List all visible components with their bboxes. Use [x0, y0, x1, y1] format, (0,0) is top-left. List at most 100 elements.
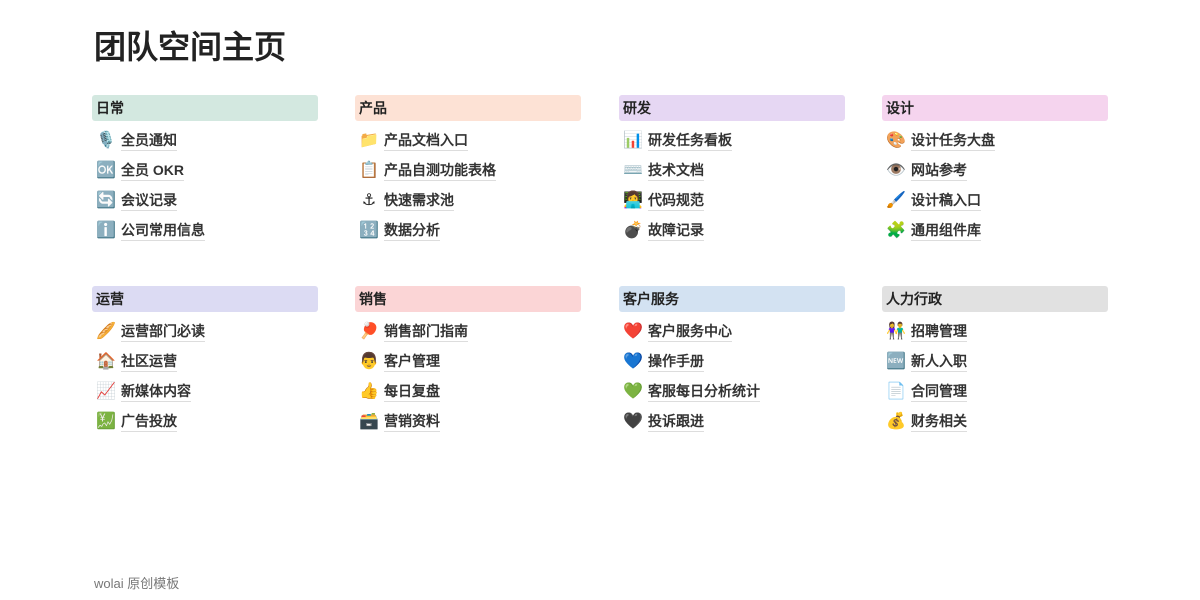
- page-link-label[interactable]: 公司常用信息: [121, 220, 205, 241]
- page-link[interactable]: 📁 产品文档入口: [355, 125, 581, 155]
- section-group: 人力行政 👫 招聘管理 🆕 新人入职 📄合同管理 💰 财务相关: [882, 286, 1108, 436]
- page-emoji-icon: 👩‍💻: [623, 192, 643, 209]
- page-link-label[interactable]: 招聘管理: [911, 321, 967, 342]
- page-emoji-icon: 👍: [359, 383, 379, 400]
- section-header: 销售: [355, 286, 581, 312]
- page-link-label[interactable]: 全员通知: [121, 130, 177, 151]
- page-link[interactable]: ❤️客户服务中心: [619, 316, 845, 346]
- page-link[interactable]: ℹ️ 公司常用信息: [92, 215, 318, 245]
- section-group: 研发 📊研发任务看板⌨️技术文档 👩‍💻 代码规范 💣 故障记录: [619, 95, 845, 245]
- page-link[interactable]: 👍 每日复盘: [355, 376, 581, 406]
- page-link-label[interactable]: 数据分析: [384, 220, 440, 241]
- section-header: 运营: [92, 286, 318, 312]
- page-emoji-icon: ⚓: [361, 192, 377, 209]
- page-link[interactable]: 📋 产品自测功能表格: [355, 155, 581, 185]
- page-link-label[interactable]: 客户管理: [384, 351, 440, 372]
- page-link[interactable]: 📊研发任务看板: [619, 125, 845, 155]
- page-emoji-icon: 🎙️: [96, 132, 116, 149]
- page-link-label[interactable]: 合同管理: [911, 381, 967, 402]
- page-link[interactable]: 🔄 会议记录: [92, 185, 318, 215]
- page-link-label[interactable]: 操作手册: [648, 351, 704, 372]
- section-header: 日常: [92, 95, 318, 121]
- page-link-label[interactable]: 销售部门指南: [384, 321, 468, 342]
- page-link[interactable]: 🗃️ 营销资料: [355, 406, 581, 436]
- page-emoji-icon: 📁: [359, 132, 379, 149]
- page-link-label[interactable]: 财务相关: [911, 411, 967, 432]
- page-emoji-icon: 📋: [359, 162, 379, 179]
- page-link[interactable]: 👁️ 网站参考: [882, 155, 1108, 185]
- page-link-label[interactable]: 设计稿入口: [911, 190, 981, 211]
- page-link-label[interactable]: 产品文档入口: [384, 130, 468, 151]
- page-link[interactable]: 🎙️ 全员通知: [92, 125, 318, 155]
- section-header: 设计: [882, 95, 1108, 121]
- page-link-label[interactable]: 客户服务中心: [648, 321, 732, 342]
- page-link-label[interactable]: 会议记录: [121, 190, 177, 211]
- page-link-label[interactable]: 代码规范: [648, 190, 704, 211]
- page-link[interactable]: ⌨️技术文档: [619, 155, 845, 185]
- page-link[interactable]: 🔢 数据分析: [355, 215, 581, 245]
- page-emoji-icon: 🏠: [96, 353, 116, 370]
- page-emoji-icon: 📈: [96, 383, 116, 400]
- page-link[interactable]: 🆗全员 OKR: [92, 155, 318, 185]
- page-emoji-icon: 🖤: [623, 413, 643, 430]
- page-link[interactable]: 🖌️ 设计稿入口: [882, 185, 1108, 215]
- page-link-label[interactable]: 运营部门必读: [121, 321, 205, 342]
- section-header: 产品: [355, 95, 581, 121]
- page-link[interactable]: 🎨设计任务大盘: [882, 125, 1108, 155]
- page-link[interactable]: 💙 操作手册: [619, 346, 845, 376]
- page-link[interactable]: 🆕 新人入职: [882, 346, 1108, 376]
- section-header: 客户服务: [619, 286, 845, 312]
- page-link-label[interactable]: 技术文档: [648, 160, 704, 181]
- page-emoji-icon: ℹ️: [96, 222, 116, 239]
- section-group: 产品 📁 产品文档入口 📋 产品自测功能表格 ⚓ 快速需求池 🔢 数据分析: [355, 95, 581, 245]
- page-link[interactable]: 👩‍💻 代码规范: [619, 185, 845, 215]
- page-link-label[interactable]: 故障记录: [648, 220, 704, 241]
- page-link[interactable]: 📈 新媒体内容: [92, 376, 318, 406]
- page-link[interactable]: 💚客服每日分析统计: [619, 376, 845, 406]
- page-link[interactable]: 👨客户管理: [355, 346, 581, 376]
- page-link-label[interactable]: 通用组件库: [911, 220, 981, 241]
- footer-text: wolai 原创模板: [94, 576, 180, 591]
- page-link-label[interactable]: 新人入职: [911, 351, 967, 372]
- section-group: 客户服务 ❤️客户服务中心 💙 操作手册 💚客服每日分析统计 🖤 投诉跟进: [619, 286, 845, 436]
- page-link[interactable]: 🏠 社区运营: [92, 346, 318, 376]
- page-link-label[interactable]: 全员 OKR: [121, 160, 184, 181]
- page-emoji-icon: 🗃️: [359, 413, 379, 430]
- page-emoji-icon: 🔢: [359, 222, 379, 239]
- page-link-label[interactable]: 每日复盘: [384, 381, 440, 402]
- page-emoji-icon: 💣: [623, 222, 643, 239]
- page-link-label[interactable]: 设计任务大盘: [911, 130, 995, 151]
- page-link[interactable]: 👫 招聘管理: [882, 316, 1108, 346]
- page-link[interactable]: ⚓ 快速需求池: [355, 185, 581, 215]
- page-link-label[interactable]: 研发任务看板: [648, 130, 732, 151]
- page-link[interactable]: 🥖 运营部门必读: [92, 316, 318, 346]
- page-link[interactable]: 📄合同管理: [882, 376, 1108, 406]
- page-link[interactable]: 🧩通用组件库: [882, 215, 1108, 245]
- page-link[interactable]: 💰 财务相关: [882, 406, 1108, 436]
- page-link-label[interactable]: 营销资料: [384, 411, 440, 432]
- page-link[interactable]: 💹 广告投放: [92, 406, 318, 436]
- page-link[interactable]: 💣 故障记录: [619, 215, 845, 245]
- page-emoji-icon: 👁️: [886, 162, 906, 179]
- section-header: 人力行政: [882, 286, 1108, 312]
- page-link-label[interactable]: 产品自测功能表格: [384, 160, 496, 181]
- page-link[interactable]: 🖤 投诉跟进: [619, 406, 845, 436]
- section-group: 日常 🎙️ 全员通知 🆗全员 OKR 🔄 会议记录 ℹ️ 公司常用信息: [92, 95, 318, 245]
- page-link-label[interactable]: 客服每日分析统计: [648, 381, 760, 402]
- page-emoji-icon: 💹: [96, 413, 116, 430]
- page-emoji-icon: 💙: [623, 353, 643, 370]
- page-emoji-icon: 🥖: [96, 323, 116, 340]
- page-link-label[interactable]: 社区运营: [121, 351, 177, 372]
- page-link[interactable]: 🏓销售部门指南: [355, 316, 581, 346]
- page-link-label[interactable]: 网站参考: [911, 160, 967, 181]
- page-link-label[interactable]: 快速需求池: [384, 190, 454, 211]
- section-header: 研发: [619, 95, 845, 121]
- page-emoji-icon: 👫: [886, 323, 906, 340]
- page-emoji-icon: 🖌️: [886, 192, 906, 209]
- page-link-label[interactable]: 广告投放: [121, 411, 177, 432]
- page-link-label[interactable]: 投诉跟进: [648, 411, 704, 432]
- page-emoji-icon: 💰: [886, 413, 906, 430]
- page-emoji-icon: 🔄: [96, 192, 116, 209]
- page-emoji-icon: 🆕: [886, 353, 906, 370]
- page-link-label[interactable]: 新媒体内容: [121, 381, 191, 402]
